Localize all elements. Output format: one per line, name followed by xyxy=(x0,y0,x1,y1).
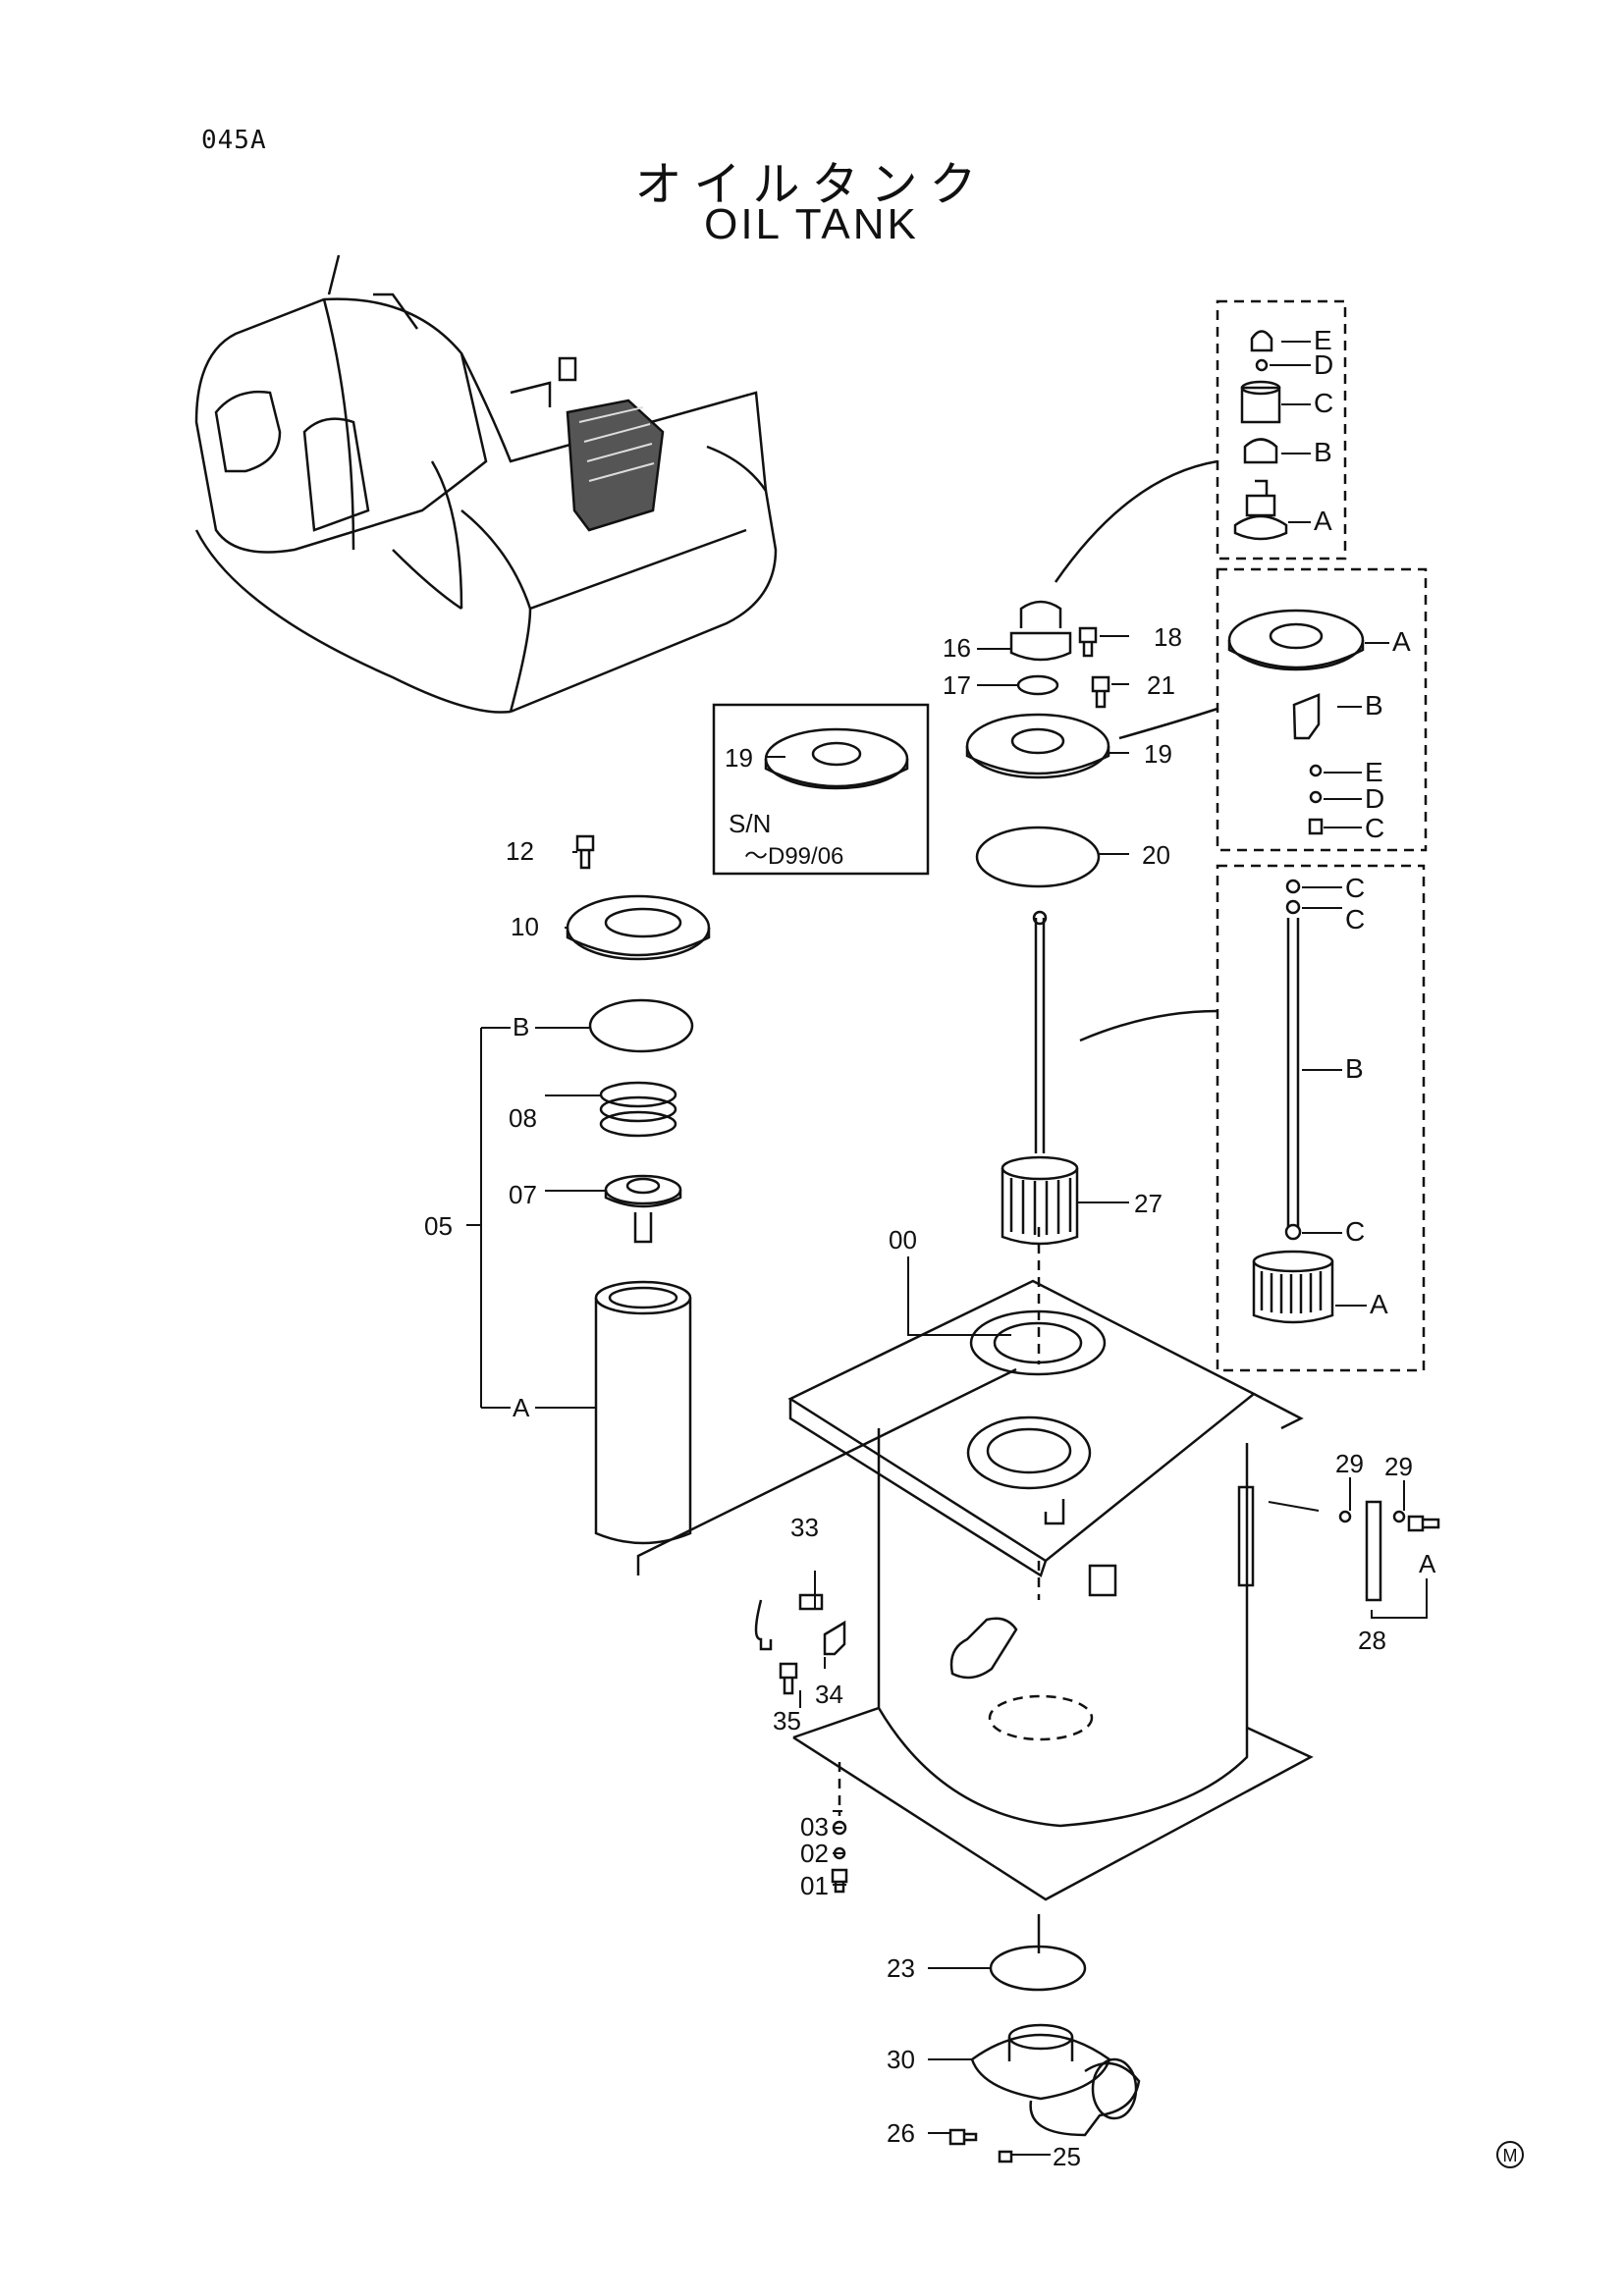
box27-label-c3: C xyxy=(1345,1216,1365,1247)
box27-label-b: B xyxy=(1345,1053,1364,1084)
box19-label-d: D xyxy=(1365,783,1384,814)
gasket-05b xyxy=(588,998,694,1053)
box19-label-a: A xyxy=(1392,626,1411,657)
callout-27: 27 xyxy=(1134,1189,1163,1218)
box16-label-c: C xyxy=(1314,388,1333,418)
callout-26: 26 xyxy=(887,2118,915,2148)
callout-16: 16 xyxy=(943,633,971,663)
inset-cover-19 xyxy=(764,727,909,790)
callout-28: 28 xyxy=(1358,1626,1386,1655)
callout-02: 02 xyxy=(800,1839,829,1868)
callout-33: 33 xyxy=(790,1513,819,1542)
mark-letter: M xyxy=(1503,2146,1518,2165)
callout-19: 19 xyxy=(1144,739,1172,769)
box16-label-e: E xyxy=(1314,325,1332,355)
bolt-18 xyxy=(1078,626,1098,658)
cap-parts-e-to-a xyxy=(1233,330,1288,541)
manufacturer-mark: M xyxy=(1496,2141,1524,2168)
filter-install-line xyxy=(636,1367,1017,1575)
callout-29-left: 29 xyxy=(1335,1449,1364,1478)
bolt-01 xyxy=(831,1868,848,1894)
sensor-33 xyxy=(754,1593,824,1651)
callout-34: 34 xyxy=(815,1680,843,1709)
gasket-20 xyxy=(975,826,1101,888)
inset-sn-label: S/N xyxy=(729,809,771,838)
inset-sn-range: ～D99/06 xyxy=(744,843,843,870)
title-japanese: オイルタンク xyxy=(634,157,989,212)
box16-label-b: B xyxy=(1314,437,1332,467)
callout-17: 17 xyxy=(943,670,971,700)
cover-10 xyxy=(566,894,711,961)
box19-label-e: E xyxy=(1365,757,1383,787)
rod-and-filter-parts xyxy=(1252,879,1334,1324)
bolt-35 xyxy=(779,1662,798,1695)
washer-29a xyxy=(1338,1510,1352,1523)
detail-box-16 xyxy=(1216,299,1347,561)
box27-label-c1: C xyxy=(1345,873,1365,903)
rod-and-filter-27 xyxy=(1001,910,1079,1246)
bolt-28a xyxy=(1407,1515,1440,1532)
serial-inset-box xyxy=(712,703,930,876)
callout-leaders xyxy=(466,635,1428,2156)
bracket-34 xyxy=(823,1620,846,1656)
box27-label-a: A xyxy=(1370,1289,1388,1319)
box19-label-b: B xyxy=(1365,690,1383,721)
title-english: OIL TANK xyxy=(704,200,919,248)
filter-element-05a xyxy=(594,1280,692,1545)
callout-20: 20 xyxy=(1142,840,1170,870)
box27-label-c2: C xyxy=(1345,904,1365,934)
detail-box-19 xyxy=(1216,567,1428,852)
leader-19-detail xyxy=(1118,707,1218,740)
bolt-12 xyxy=(575,834,595,870)
breather-16 xyxy=(1009,600,1072,662)
leader-16-detail xyxy=(1054,459,1218,583)
box19-label-c: C xyxy=(1365,813,1384,843)
callout-05: 05 xyxy=(424,1211,453,1241)
callout-28-sub-a: A xyxy=(1419,1549,1436,1578)
bolt-21 xyxy=(1091,675,1110,709)
page-code: 045A xyxy=(201,126,267,155)
box16-label-d: D xyxy=(1314,349,1333,380)
callout-03: 03 xyxy=(800,1812,829,1842)
callout-01: 01 xyxy=(800,1871,829,1900)
callout-29-right: 29 xyxy=(1384,1452,1413,1481)
callout-35: 35 xyxy=(773,1706,801,1735)
bolt-25 xyxy=(998,2150,1013,2163)
tank-body-00 xyxy=(787,1227,1314,1901)
detail-box-ticks xyxy=(1270,341,1389,1307)
cover-parts-a-to-c xyxy=(1227,609,1365,835)
o-ring-17 xyxy=(1016,674,1059,696)
cover-19 xyxy=(965,713,1110,779)
valve-07 xyxy=(604,1174,682,1244)
bolt-26 xyxy=(948,2128,978,2146)
machine-overview-illustration xyxy=(194,254,778,714)
inset-callout-19: 19 xyxy=(725,743,753,773)
callout-07: 07 xyxy=(509,1180,537,1209)
callout-30: 30 xyxy=(887,2045,915,2074)
box16-label-a: A xyxy=(1314,506,1332,536)
callout-10: 10 xyxy=(511,912,539,941)
callout-12: 12 xyxy=(506,836,534,866)
callout-05-sub-b: B xyxy=(513,1012,529,1041)
callout-05-sub-a: A xyxy=(513,1393,530,1422)
callout-23: 23 xyxy=(887,1953,915,1983)
callout-08: 08 xyxy=(509,1103,537,1133)
washer-29b xyxy=(1392,1510,1406,1523)
callout-21: 21 xyxy=(1147,670,1175,700)
oil-tank-location-highlight xyxy=(566,399,665,532)
callout-00: 00 xyxy=(889,1225,917,1255)
callout-25: 25 xyxy=(1053,2142,1081,2171)
leader-27-detail xyxy=(1079,1009,1218,1042)
strap-28 xyxy=(1365,1500,1382,1602)
spring-08 xyxy=(599,1081,677,1138)
callout-18: 18 xyxy=(1154,622,1182,652)
suction-pipe-30 xyxy=(970,2023,1141,2137)
detail-box-27 xyxy=(1216,864,1426,1372)
